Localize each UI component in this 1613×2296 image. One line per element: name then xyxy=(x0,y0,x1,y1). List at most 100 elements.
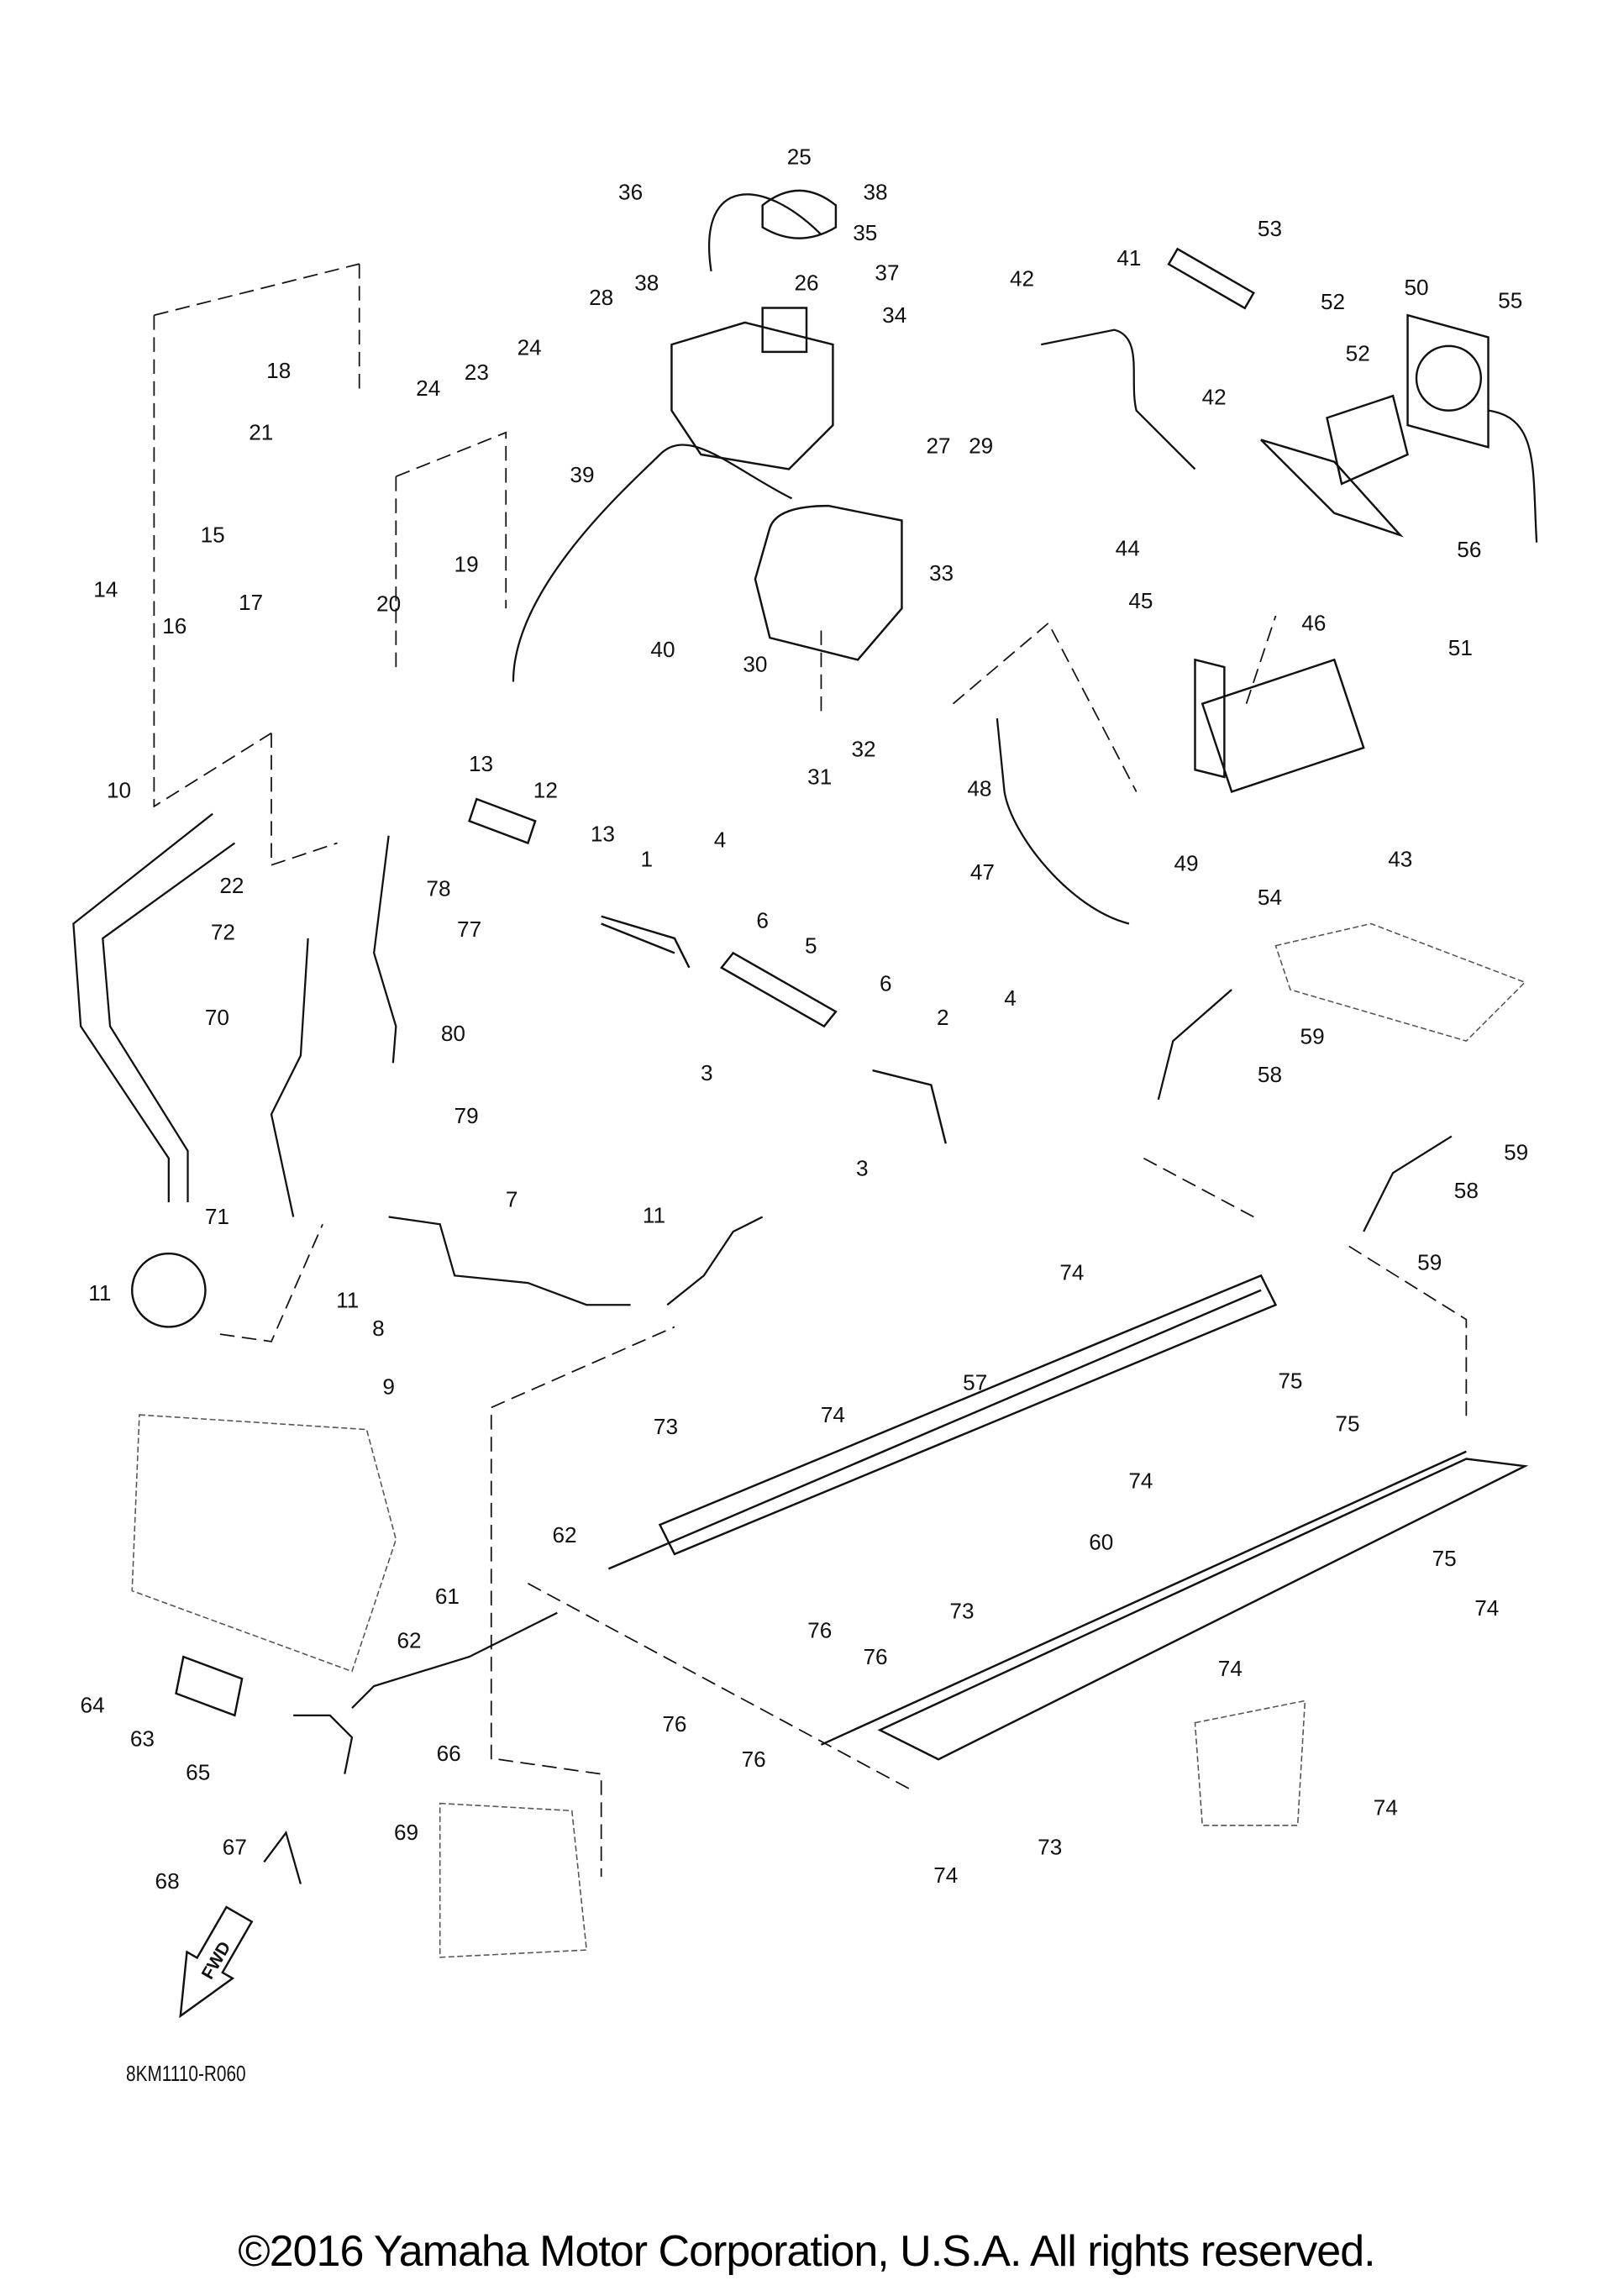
callout-label: 72 xyxy=(211,920,235,945)
callout-label: 62 xyxy=(552,1522,576,1547)
radiator xyxy=(1194,658,1365,793)
hose-10-inner xyxy=(102,842,236,1203)
pipe-1 xyxy=(601,915,691,969)
callout-label: 78 xyxy=(426,875,450,901)
callout-label: 3 xyxy=(856,1156,869,1181)
callout-label: 25 xyxy=(787,144,812,169)
callout-label: 80 xyxy=(441,1021,465,1046)
callout-label: 74 xyxy=(1128,1468,1153,1493)
callout-label: 18 xyxy=(266,358,291,383)
hose-70 xyxy=(270,938,309,1217)
callout-label: 68 xyxy=(155,1868,180,1894)
callout-label: 1 xyxy=(640,846,653,871)
callout-label: 70 xyxy=(205,1005,229,1030)
callout-label: 61 xyxy=(435,1584,460,1609)
hose-58-lower xyxy=(1363,1135,1453,1232)
callout-label: 16 xyxy=(162,613,187,638)
hose-12 xyxy=(468,797,537,845)
callout-label: 46 xyxy=(1301,610,1326,635)
callout-label: 36 xyxy=(618,179,643,204)
callout-label: 32 xyxy=(852,737,876,762)
fan-shroud xyxy=(1260,394,1409,538)
pipe-2 xyxy=(872,1069,947,1144)
callout-label: 60 xyxy=(1089,1530,1113,1555)
hose-7 xyxy=(388,1216,631,1306)
callout-label: 53 xyxy=(1258,216,1282,241)
callout-label: 76 xyxy=(742,1747,766,1772)
hose-41 xyxy=(1041,328,1196,470)
callout-label: 62 xyxy=(397,1628,422,1653)
callout-label: 50 xyxy=(1404,275,1428,300)
callout-label: 73 xyxy=(949,1599,974,1624)
callout-label: 11 xyxy=(88,1280,111,1306)
callout-label: 39 xyxy=(570,462,594,487)
filler-tank xyxy=(670,307,834,470)
water-pump-housing xyxy=(439,1802,588,1958)
fan-motor xyxy=(1406,313,1490,449)
callout-label: 58 xyxy=(1454,1178,1479,1203)
copyright-notice: ©2016 Yamaha Motor Corporation, U.S.A. A… xyxy=(238,2227,1375,2276)
callout-label: 76 xyxy=(807,1617,832,1642)
callout-label: 20 xyxy=(376,591,401,617)
callout-label: 48 xyxy=(967,776,991,801)
radiator-guide-line xyxy=(820,615,1277,792)
callout-label: 59 xyxy=(1300,1024,1325,1049)
hose-10 xyxy=(72,812,213,1203)
pump-guide-line xyxy=(219,1223,675,1877)
radiator-cap xyxy=(761,189,838,239)
hose-39 xyxy=(512,444,793,682)
thermostat-assembly-bracket xyxy=(153,263,507,866)
callout-label: 27 xyxy=(927,433,951,458)
callout-label: 19 xyxy=(454,552,479,577)
callout-label: 59 xyxy=(1504,1139,1528,1164)
callout-label: 66 xyxy=(437,1741,461,1766)
callout-label: 75 xyxy=(1335,1411,1359,1436)
hose-77 xyxy=(373,835,397,1064)
callout-label: 47 xyxy=(970,859,995,885)
callout-label: 4 xyxy=(1004,985,1017,1011)
callout-label: 71 xyxy=(205,1204,229,1229)
callout-label: 24 xyxy=(416,376,440,401)
callout-label: 67 xyxy=(223,1835,247,1860)
callout-label: 49 xyxy=(1174,851,1198,876)
callout-label: 3 xyxy=(701,1060,713,1085)
callout-label: 21 xyxy=(249,420,273,445)
callout-label: 76 xyxy=(662,1711,686,1736)
callout-label: 52 xyxy=(1346,340,1370,365)
callout-label: 10 xyxy=(107,777,131,802)
callout-label: 13 xyxy=(469,751,493,776)
callout-label: 59 xyxy=(1417,1249,1442,1274)
callout-label: 64 xyxy=(81,1692,105,1717)
rail-guide-line xyxy=(527,1157,1468,1789)
callout-label: 43 xyxy=(1388,846,1412,871)
callout-label: 56 xyxy=(1457,537,1481,562)
bracket-plate xyxy=(1194,1700,1306,1826)
callout-label: 24 xyxy=(518,334,542,360)
callout-label: 41 xyxy=(1116,245,1141,271)
pipe-11 xyxy=(666,1216,764,1306)
callout-label: 31 xyxy=(807,764,832,790)
callout-label: 37 xyxy=(875,260,899,285)
callout-label: 22 xyxy=(219,873,244,898)
callout-label: 17 xyxy=(239,590,263,615)
callout-label: 4 xyxy=(714,828,727,853)
hose-5 xyxy=(719,951,838,1028)
callout-label: 35 xyxy=(853,220,877,245)
callout-label: 58 xyxy=(1258,1062,1282,1087)
hose-63 xyxy=(175,1655,244,1717)
callout-label: 42 xyxy=(1202,385,1227,410)
callout-label: 74 xyxy=(1474,1595,1499,1621)
callout-label: 75 xyxy=(1278,1369,1302,1394)
part-artwork xyxy=(72,189,1538,1958)
callout-label: 9 xyxy=(382,1374,395,1400)
callout-label: 5 xyxy=(805,933,817,958)
callout-label: 57 xyxy=(963,1369,987,1395)
callout-label: 74 xyxy=(821,1402,845,1427)
callout-label: 28 xyxy=(589,285,613,310)
callout-label: 34 xyxy=(882,302,906,328)
callout-label: 30 xyxy=(743,651,767,676)
heat-exchanger-outline xyxy=(1274,922,1526,1042)
callout-label: 8 xyxy=(372,1316,385,1341)
callout-label: 74 xyxy=(1059,1260,1084,1285)
callout-label: 74 xyxy=(933,1863,958,1888)
